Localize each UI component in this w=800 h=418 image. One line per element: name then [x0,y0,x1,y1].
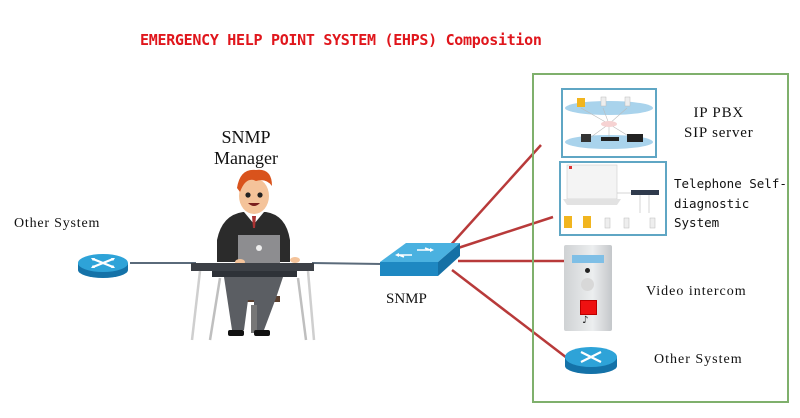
person-at-laptop-icon [190,169,316,341]
other-system-right-label: Other System [654,352,743,367]
link-switch-to-other-system [451,269,568,359]
ip-pbx-label-line2: SIP server [684,125,754,141]
video-intercom-label: Video intercom [646,284,747,299]
self-diagnostic-system-diagram [559,161,667,236]
other-system-left-label: Other System [14,216,101,231]
link-switch-to-selfdiag [457,215,554,250]
ip-pbx-label: IP PBX SIP server [684,103,754,143]
snmp-switch-label: SNMP [386,291,427,307]
snmp-manager-label-line2: Manager [214,148,278,168]
intercom-call-button [580,300,597,315]
self-diagnostic-label-line1: Telephone Self- [674,176,787,191]
link-manager-to-switch [311,262,385,265]
intercom-speaker [581,278,594,291]
self-diagnostic-label: Telephone Self- diagnostic System [674,174,787,233]
router-icon-left [78,254,128,278]
intercom-camera [585,268,590,273]
hearing-loop-icon: ♪ [582,315,589,326]
ip-pbx-network-diagram [561,88,657,158]
snmp-manager-label-line1: SNMP [221,127,271,147]
self-diagnostic-label-line2: diagnostic [674,195,750,211]
intercom-display [572,255,604,263]
snmp-manager-label: SNMP Manager [214,127,278,169]
ehps-components-group [532,73,789,403]
ip-pbx-label-line1: IP PBX [693,105,745,121]
self-diagnostic-label-line3: System [674,215,720,230]
link-switch-to-ippbx [447,144,542,249]
router-icon-right [565,347,617,374]
network-switch-icon [380,243,460,276]
video-intercom-panel: ♪ [564,245,612,331]
diagram-title: EMERGENCY HELP POINT SYSTEM (EHPS) Compo… [140,31,542,49]
